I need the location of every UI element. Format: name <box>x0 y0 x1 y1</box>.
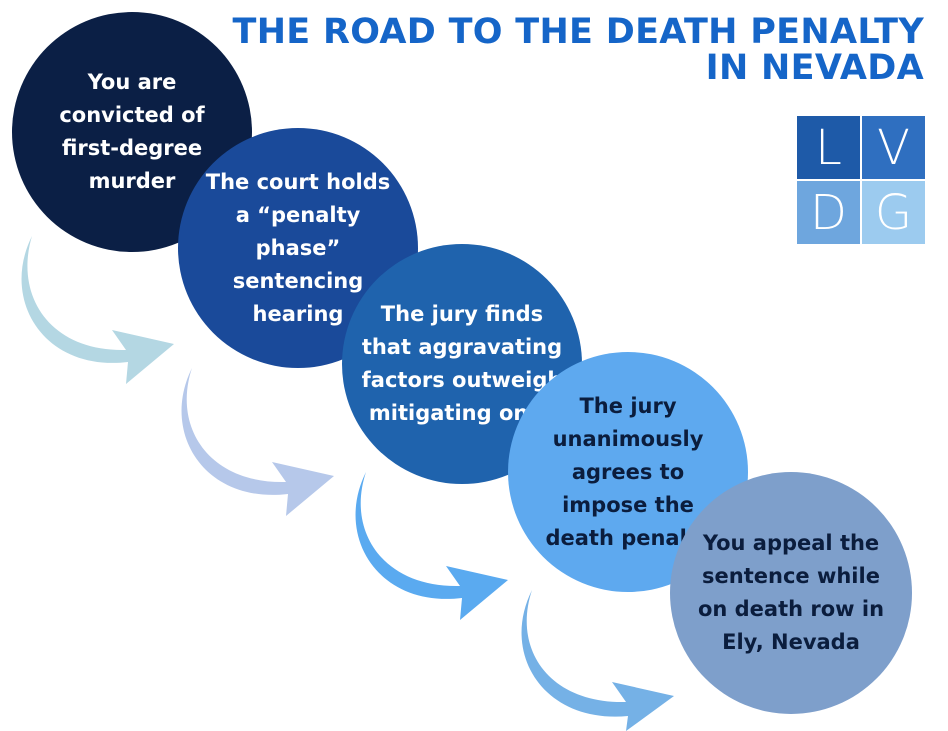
logo-letter-l: L <box>797 116 860 179</box>
logo-letter-d: D <box>797 181 860 244</box>
page-title: THE ROAD TO THE DEATH PENALTY IN NEVADA <box>224 14 924 86</box>
title-line-2: IN NEVADA <box>705 48 924 88</box>
step-3-text: The jury finds that aggravating factors … <box>361 302 563 425</box>
lvdg-logo: L V D G <box>797 116 925 244</box>
title-line-1: THE ROAD TO THE DEATH PENALTY <box>232 12 924 52</box>
step-1-text: You are convicted of first-degree murder <box>59 70 205 193</box>
step-2-text: The court holds a “penalty phase” senten… <box>205 169 391 326</box>
curved-arrow-4-icon <box>521 590 674 731</box>
curved-arrow-1-icon <box>21 236 174 384</box>
curved-arrow-3-icon <box>355 472 508 620</box>
logo-letter-v: V <box>862 116 925 179</box>
logo-letter-g: G <box>862 181 925 244</box>
step-5-circle: You appeal the sentence while on death r… <box>670 472 912 714</box>
step-1-circle: You are convicted of first-degree murder <box>12 12 252 252</box>
step-5-text: You appeal the sentence while on death r… <box>697 531 885 654</box>
curved-arrow-2-icon <box>181 368 334 516</box>
